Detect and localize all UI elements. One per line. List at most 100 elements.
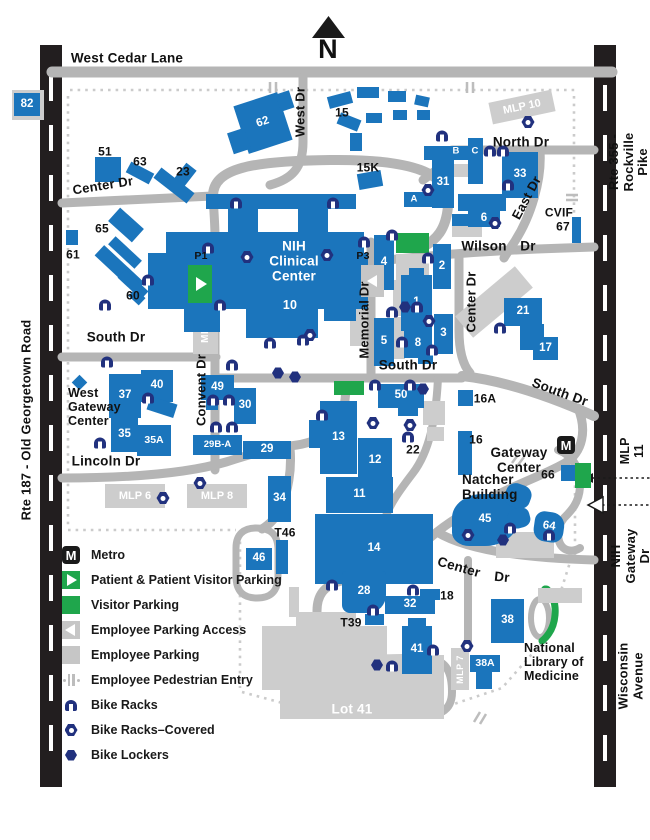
building-label: 12 xyxy=(368,454,382,467)
building-label: 33 xyxy=(513,168,527,181)
building-label: 3 xyxy=(440,327,447,340)
label-16a: 16A xyxy=(473,391,497,406)
parking-lot-mlp-8: MLP 8 xyxy=(187,484,247,508)
legend-item-visitor-parking: Visitor Parking xyxy=(62,596,282,614)
visitor-icon xyxy=(62,596,80,614)
label-p1: P1 xyxy=(194,250,208,263)
label-66: 66 xyxy=(541,467,555,482)
building-37: 37 xyxy=(109,374,141,418)
label-nih-gateway-dr: NIH Gateway Dr xyxy=(608,528,650,584)
label-51: 51 xyxy=(98,144,112,159)
bike-rack-icon xyxy=(202,242,214,254)
building-label: 45 xyxy=(478,513,492,526)
rack-icon xyxy=(62,696,80,714)
label-west-gateway-center: West Gateway Center xyxy=(68,386,121,428)
ped-icon xyxy=(62,671,80,689)
play-triangle-icon xyxy=(195,277,207,291)
parking-lot xyxy=(538,588,582,603)
building-label: 37 xyxy=(118,389,132,402)
bike-rack-covered-icon xyxy=(156,492,170,504)
label-t39: T39 xyxy=(340,615,362,630)
building-label: 8 xyxy=(414,336,422,349)
label-t46: T46 xyxy=(274,525,296,540)
label-n: N xyxy=(318,33,338,64)
label-natcher-building: Natcher Building xyxy=(462,471,518,502)
building-label: M xyxy=(560,437,572,453)
label-west-cedar-lane: West Cedar Lane xyxy=(70,50,184,66)
building-2: 2 xyxy=(433,244,451,289)
label-rte-187-old-georgetown-road: Rte 187 - Old Georgetown Road xyxy=(18,319,34,521)
building-label: 35A xyxy=(144,434,164,447)
bike-rack-icon xyxy=(504,522,516,534)
bike-rack-covered-icon xyxy=(366,417,380,429)
label-wisconsin-avenue: Wisconsin Avenue xyxy=(615,642,645,710)
building xyxy=(420,589,440,600)
bike-rack-icon xyxy=(502,179,514,191)
label-south-dr: South Dr xyxy=(86,329,146,345)
building-35a: 35A xyxy=(137,425,171,456)
bike-rack-icon xyxy=(436,130,448,142)
building xyxy=(357,87,379,98)
building-46: 46 xyxy=(246,548,272,570)
label-10: 10 xyxy=(282,298,298,312)
bike-rack-covered-icon xyxy=(488,217,502,229)
bike-rack-icon xyxy=(386,660,398,672)
visitor-parking-area xyxy=(334,381,364,395)
bike-locker-icon xyxy=(272,367,284,379)
parking-lot xyxy=(448,164,472,177)
label-p3: P3 xyxy=(356,250,370,263)
parking-lot xyxy=(423,401,445,425)
label-rte-355-rockville-pike: Rte 355 - Rockville Pike xyxy=(606,132,650,192)
building xyxy=(417,110,430,120)
building-38a: 38A xyxy=(470,655,500,672)
route-355-road xyxy=(594,45,616,787)
building-label: 62 xyxy=(254,114,271,130)
bike-rack-icon xyxy=(386,229,398,241)
bike-rack-icon xyxy=(101,356,113,368)
building-label: 40 xyxy=(150,379,164,392)
building-label: 50 xyxy=(394,389,408,402)
bike-rack-icon xyxy=(494,322,506,334)
bike-rack-covered-icon xyxy=(240,251,254,263)
building-41: 41 xyxy=(402,626,432,674)
gateway-loop-island xyxy=(562,523,572,539)
legend-label: Employee Parking xyxy=(91,648,200,662)
legend-label: Employee Pedestrian Entry xyxy=(91,673,253,687)
bike-rack-icon xyxy=(427,644,439,656)
building-5: 5 xyxy=(374,318,394,366)
bike-rack-icon xyxy=(402,431,414,443)
metro-icon: M xyxy=(62,546,80,564)
building xyxy=(458,431,472,475)
building xyxy=(350,133,362,151)
bike-rack-covered-icon xyxy=(193,477,207,489)
label-south-dr: South Dr xyxy=(378,357,438,373)
building-label: 17 xyxy=(539,341,552,354)
visitor-parking-area xyxy=(575,463,591,488)
building-34: 34 xyxy=(268,476,291,522)
building xyxy=(424,146,474,160)
bike-locker-icon xyxy=(417,383,429,395)
employee-icon xyxy=(62,646,80,664)
bike-locker-icon xyxy=(497,534,509,546)
building-label: 82 xyxy=(20,97,34,110)
bike-rack-icon xyxy=(326,579,338,591)
bike-rack-covered-icon xyxy=(320,249,334,261)
bike-locker-icon xyxy=(289,371,301,383)
building xyxy=(276,540,288,574)
building-38: 38 xyxy=(491,599,524,643)
legend-item-employee-parking: Employee Parking xyxy=(62,646,282,664)
road-center-line xyxy=(603,85,607,765)
parking-lot-mlp-6: MLP 6 xyxy=(105,484,165,508)
label-convent-dr: Convent Dr xyxy=(193,353,209,427)
building-30: 30 xyxy=(234,388,256,424)
building-50: 50 xyxy=(378,384,424,408)
bike-rack-icon xyxy=(369,379,381,391)
label-22: 22 xyxy=(406,442,420,457)
metro-station-icon-m: M xyxy=(557,436,575,454)
rack-glyph xyxy=(65,699,77,711)
building-label: 46 xyxy=(252,552,266,565)
bike-rack-icon xyxy=(226,359,238,371)
building xyxy=(572,217,581,243)
